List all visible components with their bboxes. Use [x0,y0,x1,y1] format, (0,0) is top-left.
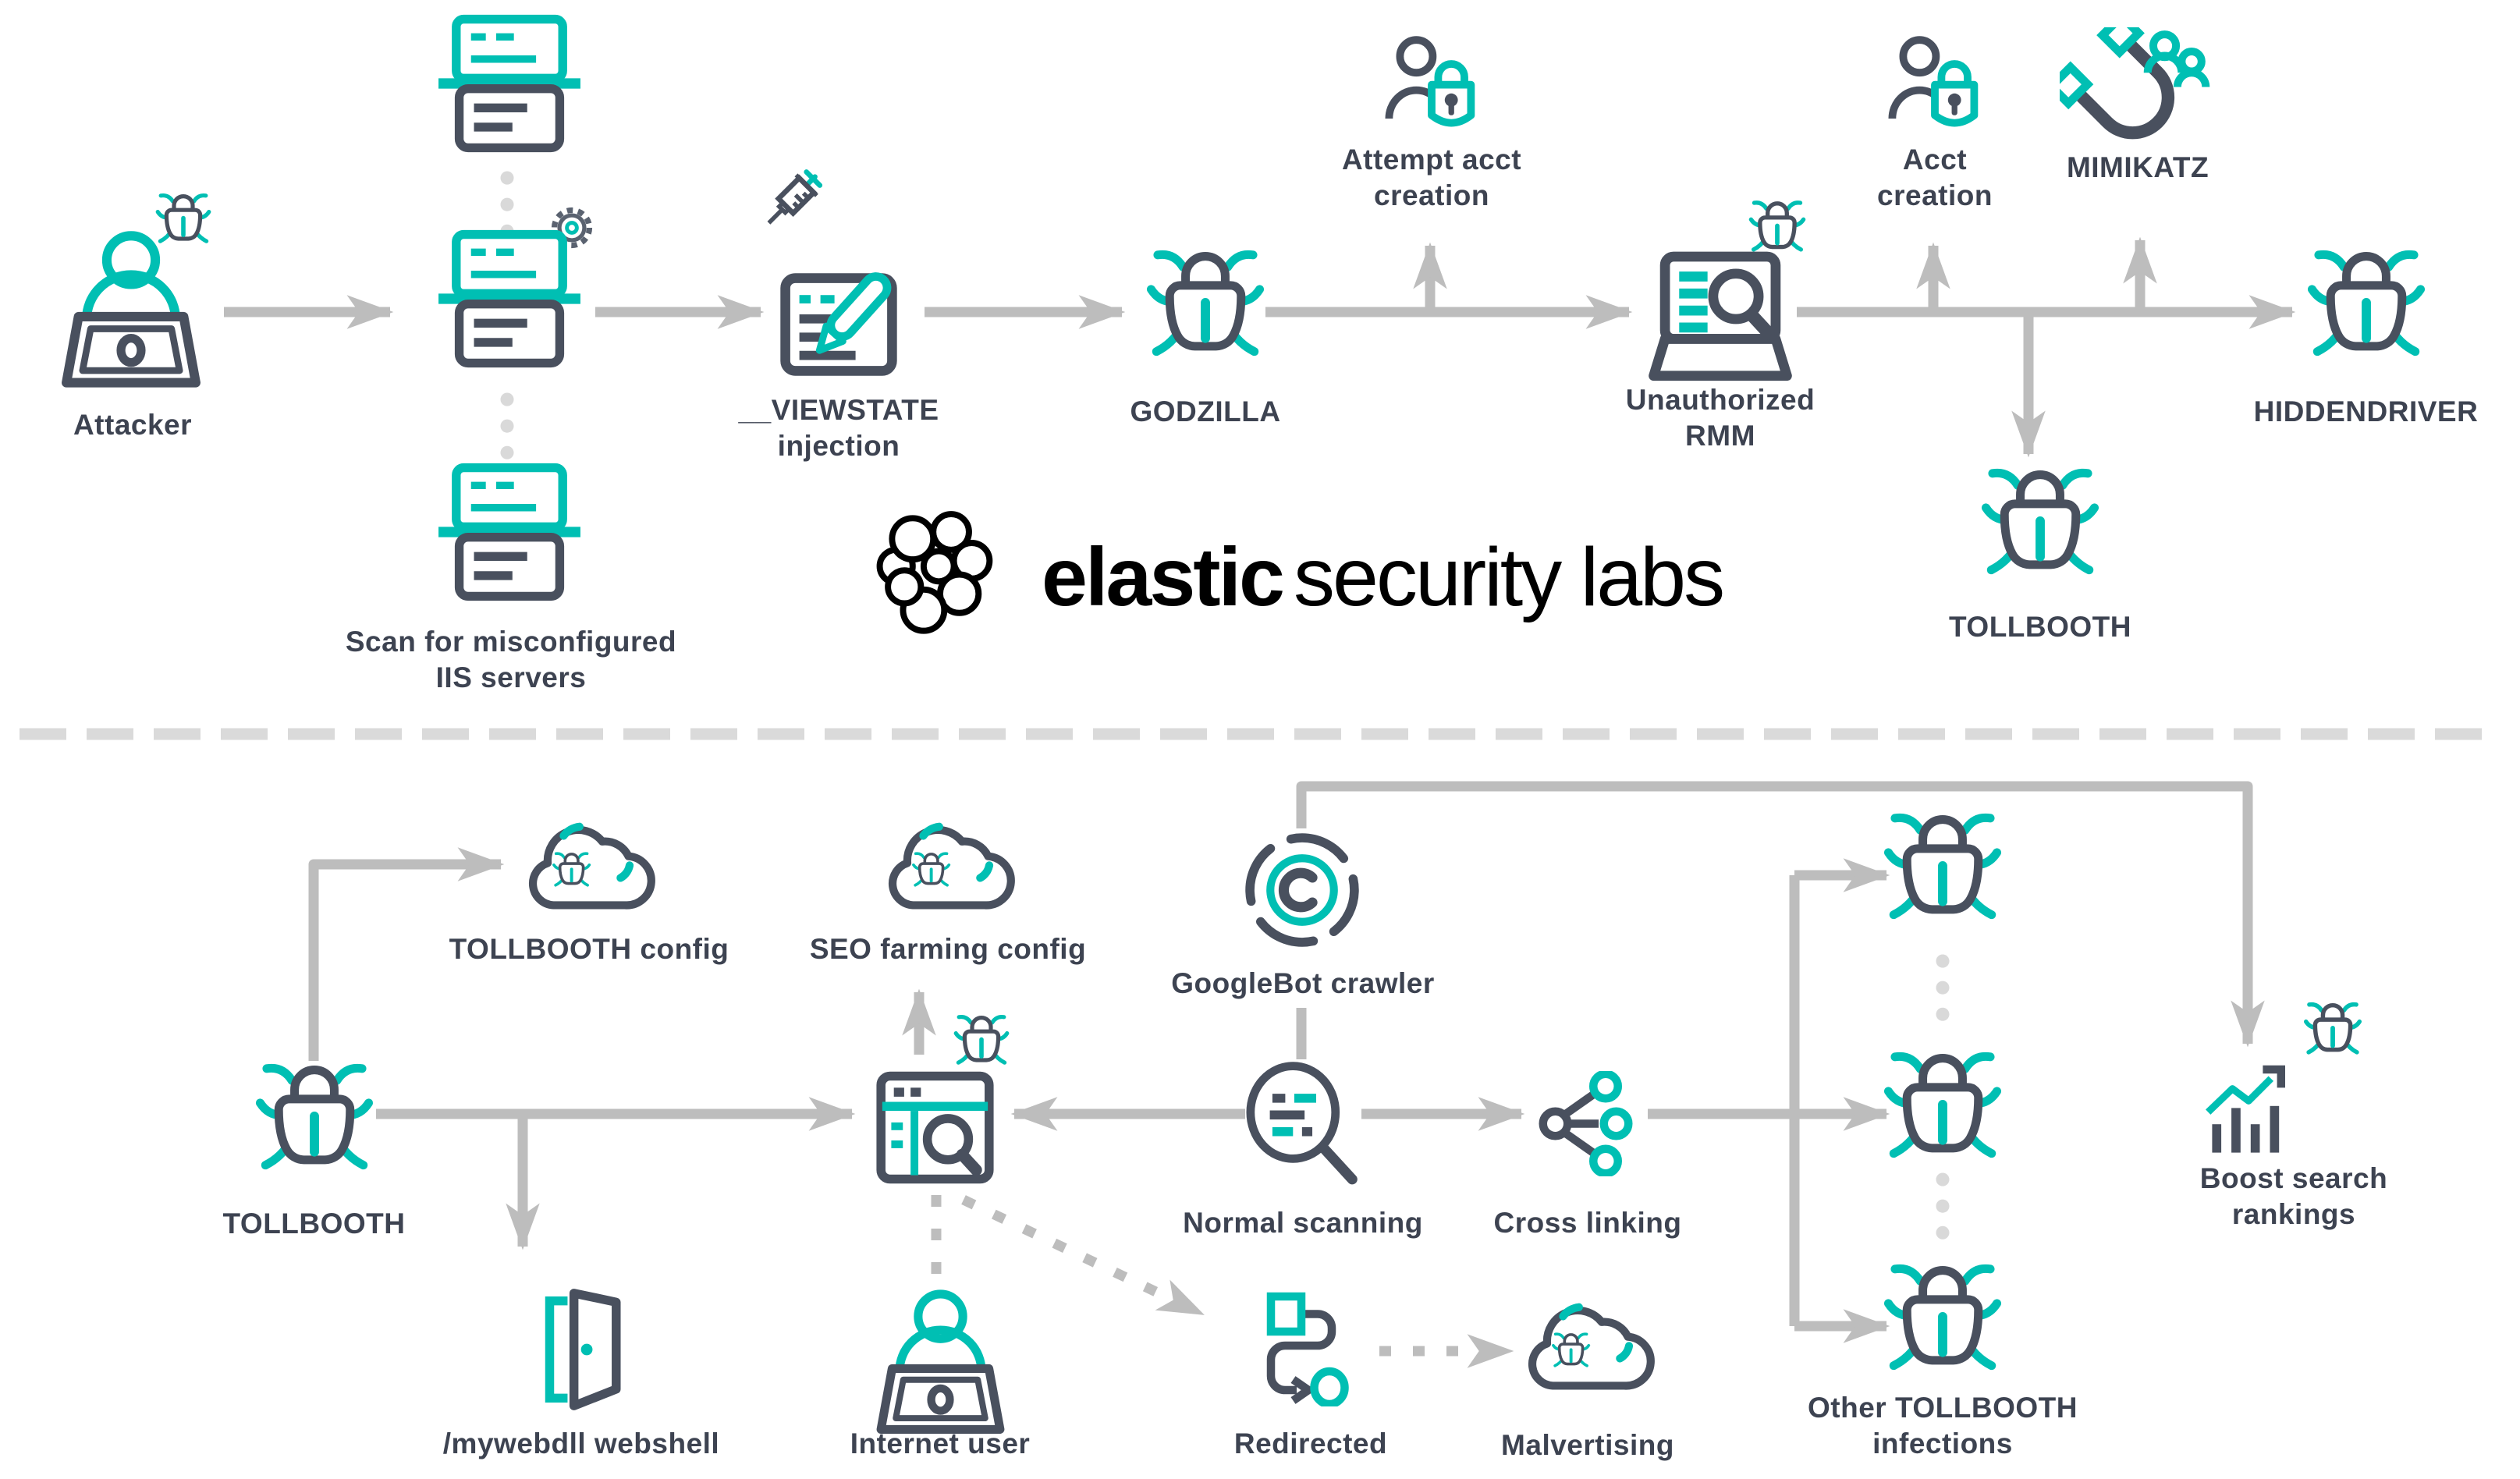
godzilla-label: GODZILLA [1130,395,1281,427]
person-lock-icon [1880,31,1989,140]
bug-icon [1876,1260,2009,1381]
laptop-search-icon [1642,248,1798,390]
bug-icon [2300,246,2433,367]
node-unauthorized-rmm: Unauthorized RMM [1599,195,1841,460]
bug-icon [1876,1048,2009,1169]
arrow-googlebot-to-boost [1296,781,2265,1048]
document-pencil-icon [768,247,909,388]
bug-icon [1139,246,1272,367]
bug-icon [1745,198,1809,257]
logo-brand-text: elastic [1042,530,1285,623]
node-hiddendriver: HIDDENDRIVER [2231,246,2500,441]
server-icon [435,229,584,369]
node-infected-browser [816,1010,1050,1197]
node-boost-search-rankings: Boost search rankings [2161,991,2426,1248]
tollbooth-config-label: TOLLBOOTH config [449,933,729,965]
tollbooth-bottom-label: TOLLBOOTH [222,1208,406,1240]
seo-farming-config-label: SEO farming config [809,933,1087,965]
elastic-logo-mark [862,509,1018,646]
node-attempt-acct-creation: Attempt acct creation [1342,31,1521,234]
attempt-acct-label: Attempt acct creation [1341,144,1522,211]
bug-icon [2300,1000,2366,1060]
normal-scanning-label: Normal scanning [1183,1207,1423,1239]
node-tollbooth-config: TOLLBOOTH config [449,797,729,984]
redirect-icon [1252,1289,1369,1406]
malvertising-label: Malvertising [1501,1429,1674,1461]
tollbooth-top-label: TOLLBOOTH [1948,611,2132,643]
magnifier-scan-icon [1239,1061,1368,1190]
cloud-bug-icon [880,805,1017,919]
magnet-icon [2060,27,2216,169]
scan-iis-label: Scan for misconfigured IIS servers [345,626,677,693]
other-infections-label: Other TOLLBOOTH infections [1808,1392,2078,1459]
server-icon [435,462,584,602]
node-acct-creation: Acct creation [1845,31,2025,234]
person-lock-icon [1377,31,1486,140]
node-malvertising: Malvertising [1459,1279,1716,1474]
logo-suffix-text: security labs [1294,530,1725,623]
node-normal-scanning: Normal scanning [1147,1061,1459,1248]
bug-icon [152,191,215,249]
door-icon [537,1286,626,1413]
cloud-bug-icon [1520,1286,1656,1399]
node-attacker: Attacker [43,191,222,456]
cross-linking-icon [1531,1071,1648,1176]
attacker-label: Attacker [73,409,193,441]
bug-icon [1974,464,2107,586]
mimikatz-label: MIMIKATZ [2066,151,2209,183]
googlebot-crawler-label: GoogleBot crawler [1171,967,1435,999]
bug-icon [950,1013,1013,1070]
node-tollbooth-bottom: TOLLBOOTH [191,1059,437,1262]
unauthorized-rmm-label: Unauthorized RMM [1625,384,1815,452]
node-mimikatz: MIMIKATZ [2036,23,2239,211]
node-mywebdll-webshell: /mywebdll webshell [413,1279,749,1474]
browser-search-icon [871,1063,999,1192]
bug-icon [1876,809,2009,931]
hiddendriver-label: HIDDENDRIVER [2253,395,2479,427]
node-tollbooth-top: TOLLBOOTH [1919,464,2161,659]
cloud-bug-icon [520,805,657,919]
arrow-tollbooth-to-config [308,847,505,1061]
googlebot-crawler-icon [1240,828,1365,952]
node-other-tollbooth-infections: Other TOLLBOOTH infections [1808,807,2078,1478]
internet-user-label: Internet user [850,1428,1031,1459]
node-scan-iis-servers: Scan for misconfigured IIS servers [332,8,690,710]
node-googlebot-crawler: GoogleBot crawler [1170,825,1436,1013]
node-redirected: Redirected [1186,1283,1436,1478]
node-godzilla: GODZILLA [1084,246,1326,441]
node-seo-farming-config: SEO farming config [810,797,1086,984]
boost-search-label: Boost search rankings [2199,1162,2388,1230]
bug-icon [248,1059,381,1181]
internet-user-icon [872,1282,1009,1437]
chart-up-icon [2204,1059,2305,1161]
mywebdll-webshell-label: /mywebdll webshell [442,1428,720,1459]
syringe-icon [749,164,835,250]
acct-creation-label: Acct creation [1877,144,1993,211]
node-cross-linking: Cross linking [1459,1067,1716,1254]
cross-linking-label: Cross linking [1493,1207,1682,1239]
viewstate-label: __VIEWSTATE injection [738,394,939,462]
node-viewstate-injection: __VIEWSTATE injection [706,160,971,472]
dotted-browser-to-redirected [961,1195,1205,1318]
redirected-label: Redirected [1233,1428,1388,1459]
node-internet-user: Internet user [811,1275,1069,1474]
server-icon [435,13,584,154]
